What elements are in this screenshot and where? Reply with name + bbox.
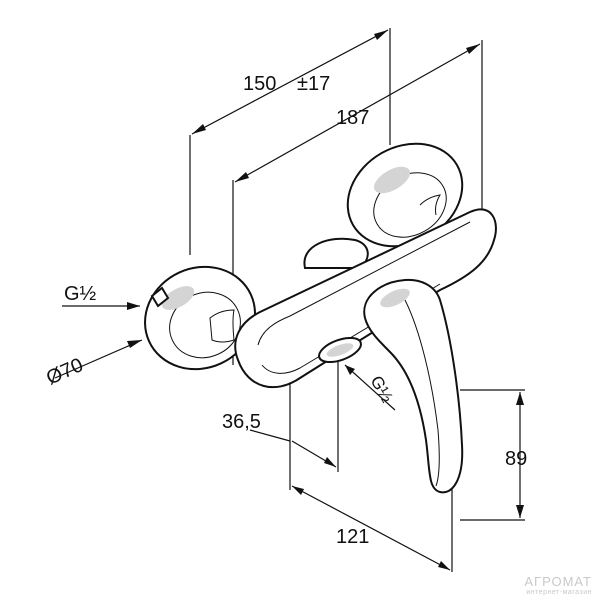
leader-rosette-diameter (54, 339, 143, 379)
leader-outlet-thread (344, 364, 396, 411)
watermark-brand: АГРОМАТ (524, 574, 592, 589)
dim-150 (189, 28, 391, 255)
label-handle-height: 89 (505, 448, 527, 470)
watermark-tagline: интернет-магазин (526, 589, 592, 596)
dim-121 (291, 480, 453, 572)
rosette-front (144, 265, 256, 371)
label-rosette-diameter: Ø70 (43, 354, 86, 389)
label-width-tolerance: ±17 (297, 73, 330, 95)
dim-89 (460, 389, 525, 521)
leader-inlet-thread (62, 302, 140, 310)
label-outlet-thread: G½ (367, 373, 397, 406)
lever-handle (363, 278, 464, 494)
knob-back (303, 237, 369, 269)
label-outlet-offset: 36,5 (222, 411, 261, 433)
watermark: АГРОМАТ интернет-магазин (524, 574, 592, 596)
rosette-back (346, 142, 464, 248)
label-width-main: 150 (243, 73, 276, 95)
label-inlet-thread: G½ (64, 283, 97, 305)
label-depth: 121 (336, 526, 369, 548)
faucet-body (234, 208, 497, 389)
label-overall-width: 187 (336, 107, 369, 129)
